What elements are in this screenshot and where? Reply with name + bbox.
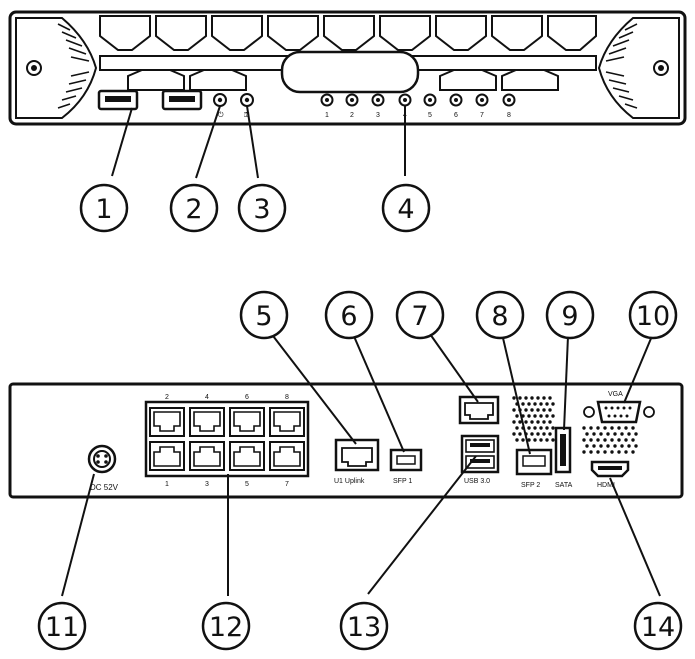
status-led-1 — [320, 93, 334, 107]
sfp-port-2 — [515, 448, 553, 476]
poe-port — [149, 441, 185, 471]
front-display-window — [280, 50, 420, 94]
poe-port-number: 2 — [165, 394, 169, 401]
poe-port — [189, 441, 225, 471]
callout-14: 14 — [633, 601, 683, 651]
rear-panel: DC 52V 2 4 6 8 1 3 5 7 U1 Uplink SFP 1 — [8, 382, 684, 499]
callout-number: 14 — [641, 612, 675, 643]
rear-usb-ports — [460, 434, 500, 474]
sfp-port-1 — [389, 448, 423, 472]
poe-port-number: 6 — [245, 394, 249, 401]
callout-11: 11 — [37, 601, 87, 651]
callout-number: 4 — [397, 194, 414, 225]
callout-5: 5 — [239, 290, 289, 340]
uplink-port — [334, 438, 380, 472]
callout-number: 11 — [45, 612, 79, 643]
status-led-5 — [423, 93, 437, 107]
callout-number: 13 — [347, 612, 381, 643]
status-led-3 — [371, 93, 385, 107]
poe-port-number: 7 — [285, 481, 289, 488]
sata-port — [554, 426, 572, 474]
uplink-label: U1 Uplink — [334, 478, 365, 485]
lock-button — [240, 93, 254, 107]
front-hex-grille — [99, 15, 597, 51]
callout-number: 12 — [209, 612, 243, 643]
callout-4: 4 — [381, 183, 431, 233]
usb-label: USB 3.0 — [464, 478, 490, 485]
poe-port — [269, 441, 305, 471]
status-led-number: 2 — [350, 112, 354, 119]
callout-8: 8 — [475, 290, 525, 340]
sfp1-label: SFP 1 — [393, 478, 412, 485]
callout-9: 9 — [545, 290, 595, 340]
callout-number: 9 — [561, 301, 578, 332]
dc-power-jack — [87, 444, 117, 474]
lan-port — [458, 395, 500, 425]
poe-port-numbers-top: 2 4 6 8 — [165, 394, 289, 401]
front-right-ear-slots — [605, 23, 638, 109]
vga-port — [583, 400, 655, 424]
callout-number: 2 — [185, 194, 202, 225]
front-left-ear-slots — [57, 23, 90, 109]
callout-3: 3 — [237, 183, 287, 233]
poe-port-block — [144, 400, 310, 478]
dc-power-label: DC 52V — [90, 483, 119, 492]
callout-6: 6 — [324, 290, 374, 340]
status-led-number: 5 — [428, 112, 432, 119]
rear-vent-grid — [512, 396, 638, 454]
status-led-number: 3 — [376, 112, 380, 119]
callout-number: 5 — [255, 301, 272, 332]
callout-2: 2 — [169, 183, 219, 233]
front-hex-grille-lower — [127, 69, 559, 91]
poe-port-number: 1 — [165, 481, 169, 488]
callout-12: 12 — [201, 601, 251, 651]
poe-port-number: 5 — [245, 481, 249, 488]
power-symbol-icon: ⏻ — [218, 111, 224, 119]
callout-number: 1 — [95, 194, 112, 225]
poe-port — [229, 441, 265, 471]
status-led-number: 7 — [480, 112, 484, 119]
callout-number: 10 — [636, 301, 670, 332]
callout-7: 7 — [395, 290, 445, 340]
status-led-number: 8 — [507, 112, 511, 119]
sata-label: SATA — [555, 482, 573, 489]
lock-symbol-icon: ⚿ — [244, 112, 250, 119]
front-usb-port-1 — [97, 89, 139, 111]
callout-10: 10 — [628, 290, 678, 340]
poe-port-number: 4 — [205, 394, 209, 401]
poe-port-number: 8 — [285, 394, 289, 401]
poe-port-number: 3 — [205, 481, 209, 488]
callout-number: 6 — [340, 301, 357, 332]
status-led-8 — [502, 93, 516, 107]
status-led-number: 6 — [454, 112, 458, 119]
status-led-4 — [398, 93, 412, 107]
status-led-6 — [449, 93, 463, 107]
front-usb-port-2 — [161, 89, 203, 111]
status-led-7 — [475, 93, 489, 107]
rear-leader-lines — [61, 331, 661, 597]
hdmi-port — [590, 460, 630, 478]
hdmi-label: HDMI — [597, 482, 615, 489]
callout-number: 3 — [253, 194, 270, 225]
front-leader-lines — [111, 105, 406, 179]
poe-port — [229, 407, 265, 437]
status-led-2 — [345, 93, 359, 107]
callout-number: 8 — [491, 301, 508, 332]
poe-port — [269, 407, 305, 437]
callout-13: 13 — [339, 601, 389, 651]
sfp2-label: SFP 2 — [521, 482, 540, 489]
poe-port — [189, 407, 225, 437]
callout-number: 7 — [411, 301, 428, 332]
poe-port-numbers-bottom: 1 3 5 7 — [165, 481, 289, 488]
vga-label: VGA — [608, 391, 623, 398]
status-led-number: 1 — [325, 112, 329, 119]
callout-1: 1 — [79, 183, 129, 233]
poe-port — [149, 407, 185, 437]
power-button — [213, 93, 227, 107]
